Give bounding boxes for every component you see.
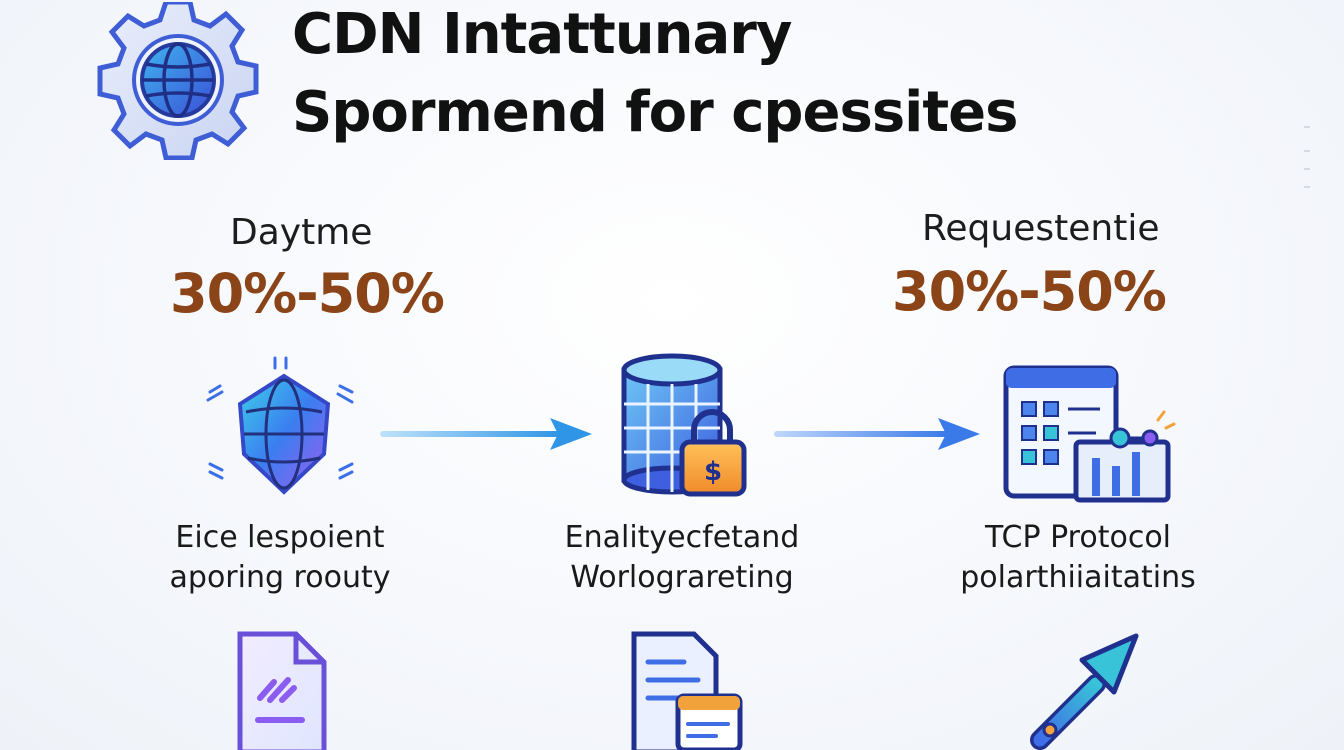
stat-value-right: 30%-50%: [892, 260, 1167, 323]
title-line-2: Spormend for cpessites: [292, 80, 1018, 145]
stat-label-right: Requestentie: [922, 208, 1160, 249]
stat-label-left: Daytme: [230, 212, 373, 253]
globe-icon: [206, 356, 354, 495]
decorative-dash: [1304, 150, 1310, 152]
step-caption-1: Eice lespoient aporing roouty: [130, 518, 430, 598]
arrow-tool-icon: [1030, 633, 1139, 750]
step-caption-2-line-1: Enalityecfetand: [564, 520, 800, 555]
stat-value-left: 30%-50%: [170, 262, 445, 325]
document-icon: [237, 631, 327, 750]
dashboard-icon: [1003, 365, 1176, 503]
step-caption-2: Enalityecfetand Worlograreting: [532, 518, 832, 598]
step-caption-3-line-1: TCP Protocol: [984, 520, 1172, 555]
decorative-dash: [1304, 168, 1310, 170]
step-caption-1-line-2: aporing roouty: [169, 560, 391, 595]
gear-globe-icon: [97, 2, 259, 160]
flow-arrow-icon: [380, 418, 592, 450]
decorative-dash: [1304, 186, 1310, 188]
file-card-icon: [631, 631, 743, 750]
database-lock-icon: $: [621, 353, 747, 497]
step-caption-1-line-1: Eice lespoient: [175, 520, 385, 555]
step-caption-3: TCP Protocol polarthiiaitatins: [928, 518, 1228, 598]
lock-symbol: $: [704, 457, 722, 487]
step-caption-2-line-2: Worlograreting: [570, 560, 794, 595]
title-line-1: CDN Intattunary: [292, 2, 792, 67]
flow-arrow-icon: [774, 418, 980, 450]
step-caption-3-line-2: polarthiiaitatins: [960, 560, 1196, 595]
decorative-dash: [1304, 126, 1310, 128]
